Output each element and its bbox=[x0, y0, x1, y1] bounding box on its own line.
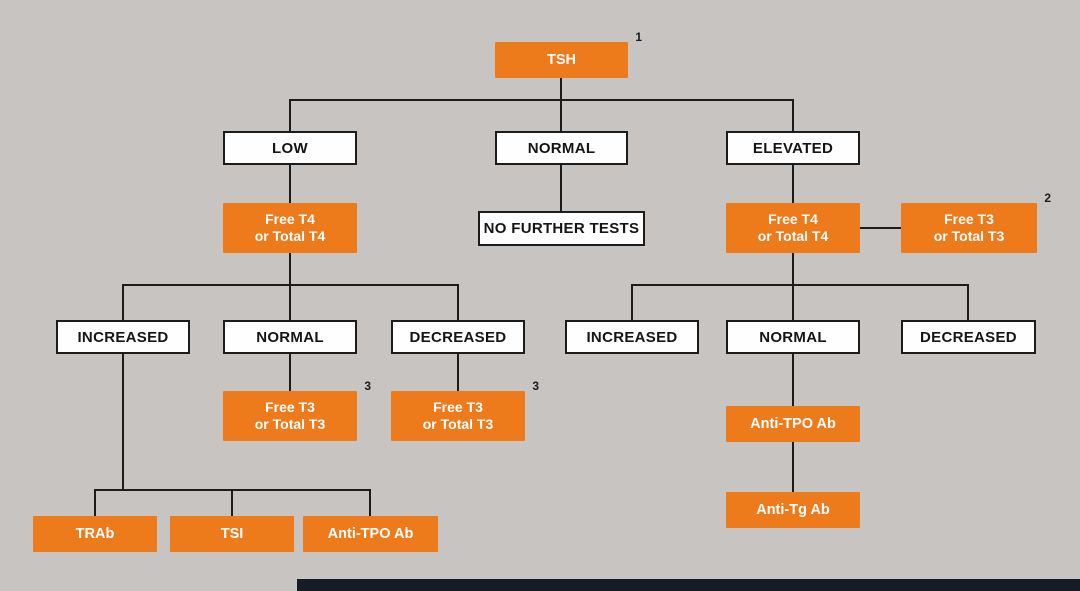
connector bbox=[457, 354, 459, 393]
node-normal-left-label: NORMAL bbox=[256, 328, 324, 346]
node-free-t3-decreased: Free T3 or Total T3 3 bbox=[391, 379, 539, 441]
node-decreased-left: DECREASED bbox=[391, 320, 525, 354]
node-anti-tpo-right-label: Anti-TPO Ab bbox=[750, 415, 836, 432]
node-elevated-label: ELEVATED bbox=[752, 139, 834, 157]
connector bbox=[631, 284, 969, 286]
node-free-t3-elevated-line2: or Total T3 bbox=[933, 228, 1005, 244]
node-free-t3-decreased-superscript: 3 bbox=[532, 379, 539, 393]
connector bbox=[792, 253, 794, 286]
node-free-t4-left-line1: Free T4 bbox=[265, 211, 315, 227]
connector bbox=[457, 284, 459, 322]
bottom-edge-bar bbox=[297, 579, 1080, 591]
node-free-t3-normal-superscript: 3 bbox=[364, 379, 371, 393]
node-anti-tpo-left: Anti-TPO Ab bbox=[303, 516, 438, 552]
node-anti-tg: Anti-Tg Ab bbox=[726, 492, 860, 528]
node-no-further-tests: NO FURTHER TESTS bbox=[478, 211, 645, 246]
node-normal-right-label: NORMAL bbox=[759, 328, 827, 346]
node-elevated: ELEVATED bbox=[726, 131, 860, 165]
connector bbox=[792, 284, 794, 322]
node-free-t4-left: Free T4 or Total T4 bbox=[223, 203, 357, 253]
node-low-label: LOW bbox=[272, 139, 308, 157]
node-anti-tpo-right: Anti-TPO Ab bbox=[726, 406, 860, 442]
connector bbox=[560, 78, 562, 100]
node-increased-left-label: INCREASED bbox=[77, 328, 169, 346]
node-free-t3-elevated-superscript: 2 bbox=[1044, 191, 1051, 205]
connector bbox=[94, 489, 96, 518]
node-free-t4-right: Free T4 or Total T4 bbox=[726, 203, 860, 253]
node-trab: TRAb bbox=[33, 516, 157, 552]
connector bbox=[792, 354, 794, 408]
node-free-t3-decreased-line2: or Total T3 bbox=[422, 416, 494, 432]
connector bbox=[560, 99, 562, 133]
connector bbox=[289, 284, 291, 322]
connector bbox=[289, 165, 291, 205]
node-decreased-right: DECREASED bbox=[901, 320, 1036, 354]
node-increased-left: INCREASED bbox=[56, 320, 190, 354]
node-low: LOW bbox=[223, 131, 357, 165]
node-tsi: TSI bbox=[170, 516, 294, 552]
connector bbox=[560, 165, 562, 213]
node-tsh: TSH 1 bbox=[495, 30, 642, 78]
node-normal-left: NORMAL bbox=[223, 320, 357, 354]
connector bbox=[792, 442, 794, 494]
node-normal-top-label: NORMAL bbox=[527, 139, 596, 157]
node-free-t3-decreased-line1: Free T3 bbox=[433, 399, 483, 415]
node-normal-top: NORMAL bbox=[495, 131, 628, 165]
connector bbox=[289, 99, 794, 101]
node-free-t3-normal-line1: Free T3 bbox=[265, 399, 315, 415]
node-tsh-superscript: 1 bbox=[635, 30, 642, 44]
node-free-t3-elevated-line1: Free T3 bbox=[944, 211, 994, 227]
node-decreased-right-label: DECREASED bbox=[920, 328, 1017, 346]
node-free-t4-right-line2: or Total T4 bbox=[757, 228, 829, 244]
node-free-t3-elevated: Free T3 or Total T3 2 bbox=[901, 191, 1051, 253]
connector bbox=[289, 99, 291, 133]
node-tsi-label: TSI bbox=[220, 525, 244, 542]
node-decreased-left-label: DECREASED bbox=[409, 328, 507, 346]
node-free-t4-left-line2: or Total T4 bbox=[254, 228, 326, 244]
connector bbox=[369, 489, 371, 518]
connector bbox=[122, 284, 124, 322]
connector bbox=[631, 284, 633, 322]
node-tsh-label: TSH bbox=[547, 51, 576, 68]
connector bbox=[858, 227, 903, 229]
node-free-t3-normal: Free T3 or Total T3 3 bbox=[223, 379, 371, 441]
connector bbox=[122, 354, 124, 491]
connector bbox=[967, 284, 969, 322]
node-normal-right: NORMAL bbox=[726, 320, 860, 354]
connector bbox=[289, 354, 291, 393]
connector bbox=[289, 253, 291, 286]
node-increased-right: INCREASED bbox=[565, 320, 699, 354]
node-free-t3-normal-line2: or Total T3 bbox=[254, 416, 326, 432]
node-free-t4-right-line1: Free T4 bbox=[768, 211, 818, 227]
connector bbox=[231, 489, 233, 518]
connector bbox=[792, 99, 794, 133]
node-anti-tg-label: Anti-Tg Ab bbox=[756, 501, 830, 518]
node-increased-right-label: INCREASED bbox=[586, 328, 678, 346]
node-trab-label: TRAb bbox=[75, 525, 115, 542]
node-anti-tpo-left-label: Anti-TPO Ab bbox=[327, 525, 414, 542]
connector bbox=[792, 165, 794, 205]
node-no-further-tests-label: NO FURTHER TESTS bbox=[483, 220, 640, 237]
